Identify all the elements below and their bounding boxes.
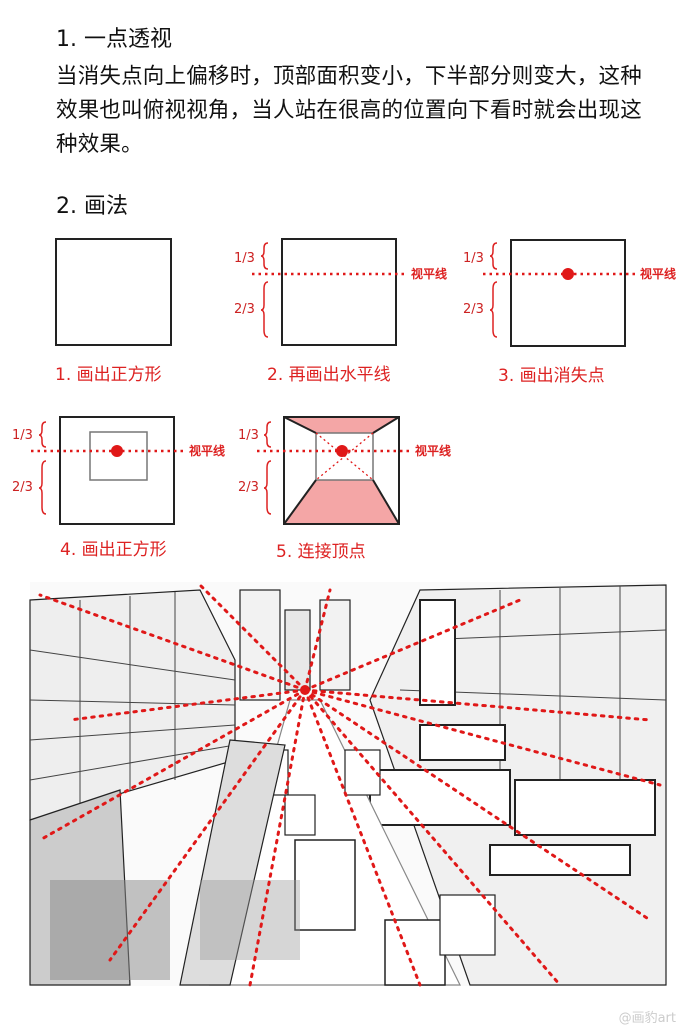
one-third-label: 1/3 — [238, 428, 259, 443]
brace-icon — [489, 242, 498, 270]
step-2-label: 2. 再画出水平线 — [267, 365, 391, 385]
one-third-label: 1/3 — [12, 428, 33, 443]
one-third-label: 1/3 — [463, 251, 484, 266]
inner-square — [89, 431, 148, 481]
street-sketch-illustration — [29, 582, 667, 986]
step-5-diagram: 视平线 1/3 2/3 — [238, 416, 451, 525]
brace-icon — [263, 421, 272, 448]
brace-icon — [38, 421, 47, 448]
section-heading-one-point-perspective: 1. 一点透视 — [56, 27, 172, 52]
step-1-label: 1. 画出正方形 — [55, 365, 162, 385]
brace-icon — [260, 281, 269, 338]
brace-icon — [38, 460, 47, 515]
horizon-label: 视平线 — [189, 443, 225, 458]
square — [59, 416, 175, 525]
vanishing-point — [562, 268, 574, 280]
step-4-diagram: 视平线 1/3 2/3 — [12, 416, 225, 525]
two-thirds-label: 2/3 — [463, 302, 484, 317]
two-thirds-label: 2/3 — [234, 302, 255, 317]
square — [55, 238, 172, 346]
vanishing-point — [336, 445, 348, 457]
step-3-label: 3. 画出消失点 — [498, 366, 605, 386]
vanishing-point — [300, 685, 310, 695]
watermark: @画豹art — [618, 1011, 676, 1026]
top-face — [284, 417, 399, 433]
inner-square — [315, 432, 374, 481]
one-third-label: 1/3 — [234, 251, 255, 266]
step-5-label: 5. 连接顶点 — [276, 542, 366, 562]
brace-icon — [260, 242, 269, 270]
square — [283, 416, 400, 525]
horizon-label: 视平线 — [640, 266, 676, 281]
step-2-diagram: 视平线 1/3 2/3 — [234, 238, 447, 346]
step-4-label: 4. 画出正方形 — [60, 540, 167, 560]
perspective-lines — [38, 583, 662, 987]
brace-icon — [263, 460, 272, 515]
bottom-face — [284, 480, 399, 524]
brace-icon — [489, 281, 498, 338]
step-3-diagram: 视平线 1/3 2/3 — [463, 239, 676, 347]
section-heading-method: 2. 画法 — [56, 194, 128, 219]
vanishing-point — [111, 445, 123, 457]
explanation-paragraph: 当消失点向上偏移时，顶部面积变小，下半部分则变大，这种效果也叫俯视视角，当人站在… — [56, 64, 642, 157]
two-thirds-label: 2/3 — [238, 480, 259, 495]
square — [510, 239, 626, 347]
step-1-diagram — [55, 238, 172, 346]
horizon-label: 视平线 — [411, 266, 447, 281]
two-thirds-label: 2/3 — [12, 480, 33, 495]
square — [281, 238, 397, 346]
horizon-label: 视平线 — [415, 443, 451, 458]
